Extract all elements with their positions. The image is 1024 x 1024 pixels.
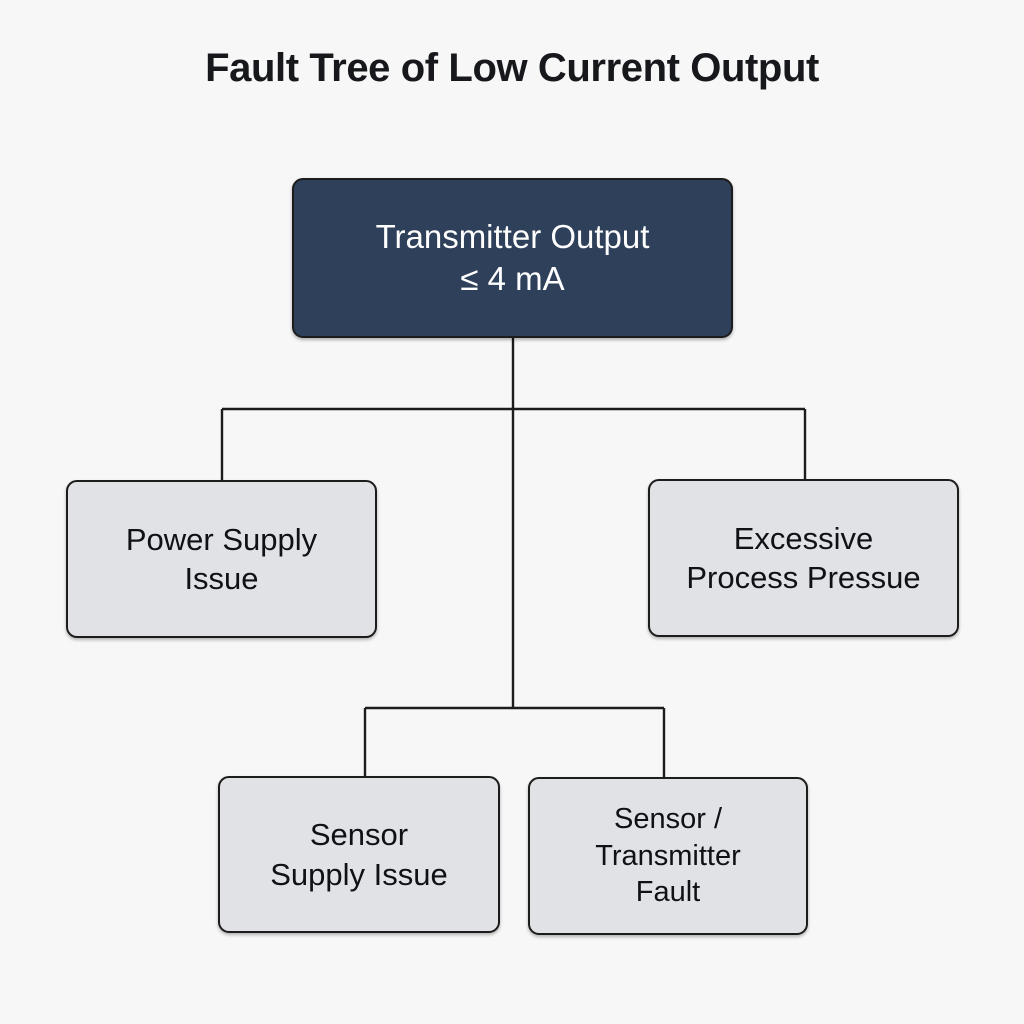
node-sensor-supply-issue[interactable]: Sensor Supply Issue (218, 776, 500, 933)
node-power-supply-issue[interactable]: Power Supply Issue (66, 480, 377, 638)
node-transmitter-output[interactable]: Transmitter Output ≤ 4 mA (292, 178, 733, 338)
node-sensor-transmitter-fault[interactable]: Sensor / Transmitter Fault (528, 777, 808, 935)
page-title: Fault Tree of Low Current Output (205, 46, 819, 90)
node-excessive-process-pressure[interactable]: Excessive Process Pressue (648, 479, 959, 637)
